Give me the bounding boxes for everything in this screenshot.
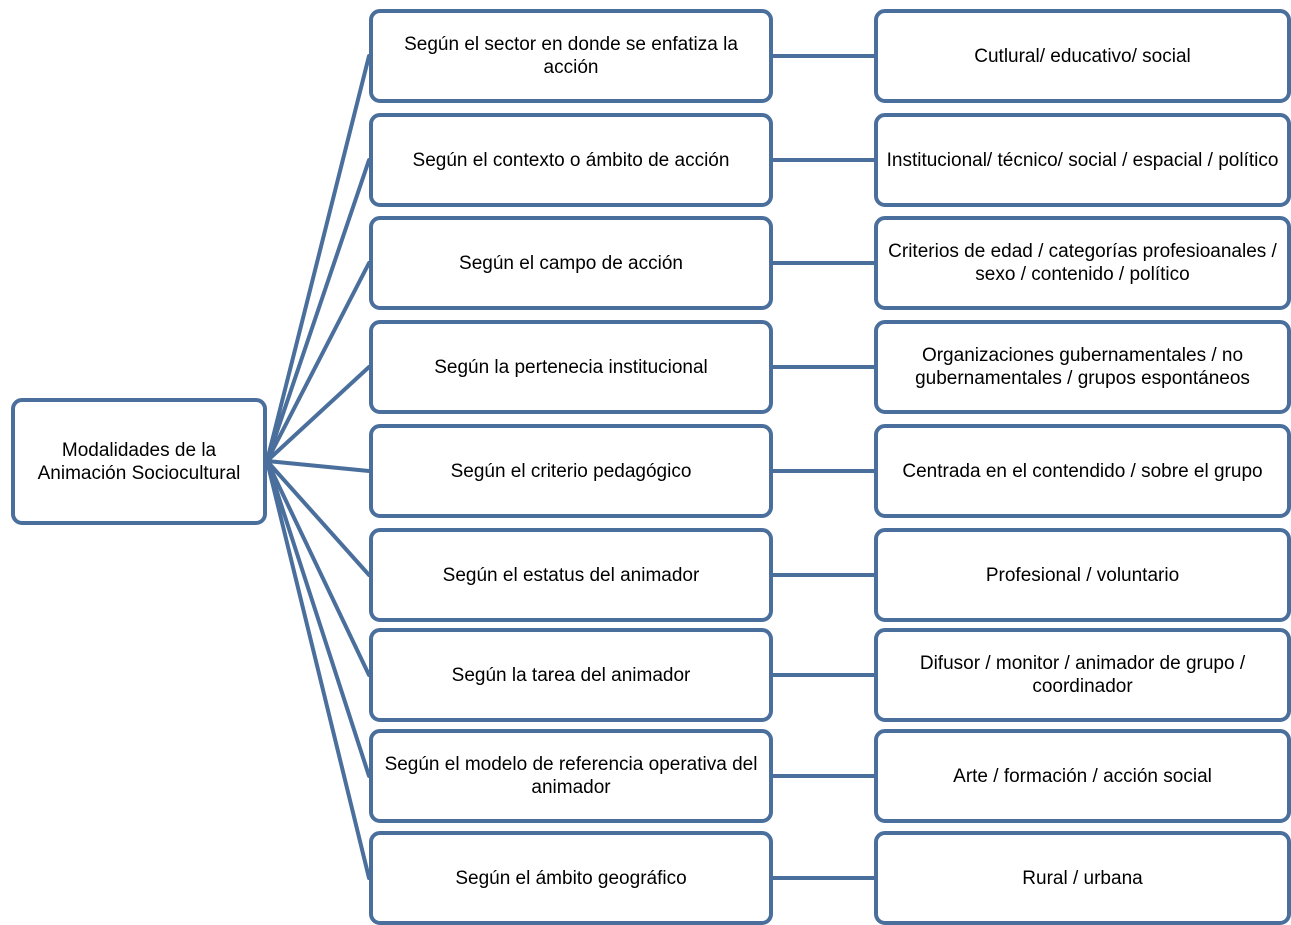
- value-node-criterio: Centrada en el contendido / sobre el gru…: [874, 424, 1291, 518]
- category-node-modelo: Según el modelo de referencia operativa …: [369, 729, 773, 823]
- root-to-category-connector: [265, 365, 371, 463]
- value-node-geografico: Rural / urbana: [874, 831, 1291, 925]
- root-to-category-connector: [265, 261, 371, 463]
- category-node-estatus: Según el estatus del animador: [369, 528, 773, 622]
- value-node-tarea: Difusor / monitor / animador de grupo / …: [874, 628, 1291, 722]
- value-label: Cutlural/ educativo/ social: [974, 45, 1191, 67]
- root-to-category-connector: [265, 459, 371, 677]
- value-label: Organizaciones gubernamentales / no gube…: [915, 345, 1250, 389]
- value-label: Criterios de edad / categorías profesioa…: [888, 241, 1277, 285]
- value-node-sector: Cutlural/ educativo/ social: [874, 9, 1291, 103]
- root-to-category-connector: [265, 459, 371, 778]
- value-node-campo: Criterios de edad / categorías profesioa…: [874, 216, 1291, 310]
- root-to-category-connector: [265, 54, 371, 463]
- value-node-contexto: Institucional/ técnico/ social / espacia…: [874, 113, 1291, 207]
- category-node-criterio: Según el criterio pedagógico: [369, 424, 773, 518]
- category-node-sector: Según el sector en donde se enfatiza la …: [369, 9, 773, 103]
- category-node-geografico: Según el ámbito geográfico: [369, 831, 773, 925]
- category-node-campo: Según el campo de acción: [369, 216, 773, 310]
- category-node-pertenencia: Según la pertenecia institucional: [369, 320, 773, 414]
- category-label: Según el ámbito geográfico: [455, 867, 687, 889]
- root-to-category-connector: [265, 459, 371, 880]
- value-label: Institucional/ técnico/ social / espacia…: [886, 149, 1279, 171]
- category-label: Según el sector en donde se enfatiza la …: [404, 34, 738, 78]
- category-label: Según el criterio pedagógico: [450, 460, 692, 482]
- category-node-tarea: Según la tarea del animador: [369, 628, 773, 722]
- value-label: Profesional / voluntario: [985, 564, 1180, 586]
- category-node-contexto: Según el contexto o ámbito de acción: [369, 113, 773, 207]
- root-node-label: Modalidades de la Animación Sociocultura…: [37, 439, 241, 484]
- root-node: Modalidades de la Animación Sociocultura…: [11, 398, 267, 525]
- value-node-estatus: Profesional / voluntario: [874, 528, 1291, 622]
- root-to-category-connector: [265, 459, 371, 577]
- value-label: Difusor / monitor / animador de grupo / …: [919, 653, 1246, 697]
- value-node-pertenencia: Organizaciones gubernamentales / no gube…: [874, 320, 1291, 414]
- value-label: Centrada en el contendido / sobre el gru…: [902, 460, 1263, 482]
- category-label: Según el modelo de referencia operativa …: [384, 754, 758, 798]
- root-to-category-connector: [265, 158, 371, 463]
- category-label: Según el estatus del animador: [442, 564, 700, 586]
- category-label: Según la tarea del animador: [451, 664, 691, 686]
- root-to-category-connector: [265, 459, 371, 473]
- category-label: Según la pertenecia institucional: [434, 356, 708, 378]
- value-label: Arte / formación / acción social: [953, 765, 1212, 787]
- value-node-modelo: Arte / formación / acción social: [874, 729, 1291, 823]
- category-label: Según el contexto o ámbito de acción: [412, 149, 730, 171]
- value-label: Rural / urbana: [1022, 867, 1143, 889]
- category-label: Según el campo de acción: [459, 252, 683, 274]
